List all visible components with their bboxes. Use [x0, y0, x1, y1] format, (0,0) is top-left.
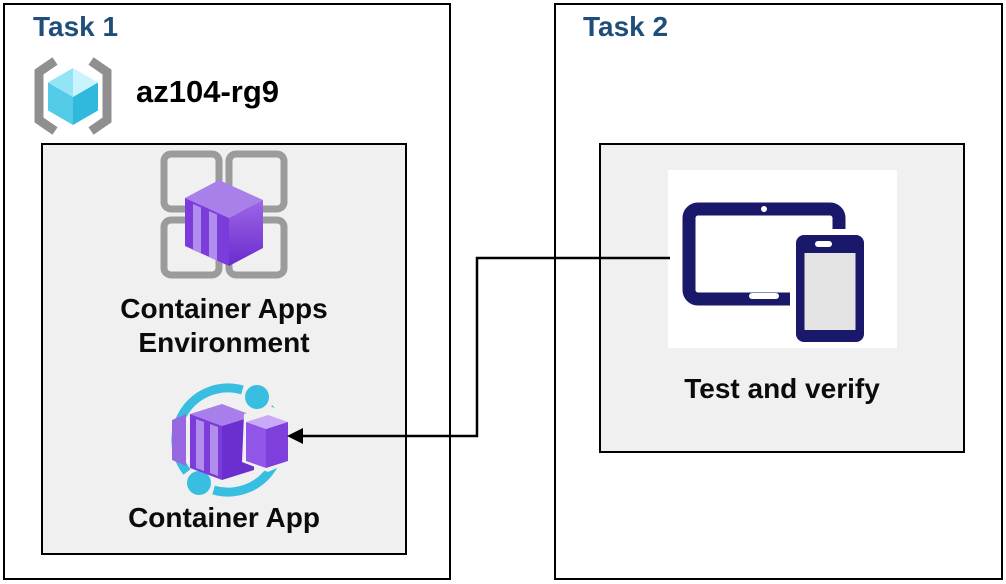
- container-apps-environment-label: Container Apps Environment: [41, 292, 407, 360]
- container-apps-environment-icon: [160, 150, 288, 279]
- container-app-label: Container App: [128, 502, 320, 533]
- container-apps-environment-label-line2: Environment: [138, 327, 310, 358]
- task2-title: Task 2: [583, 11, 669, 42]
- task1-title: Task 1: [33, 11, 119, 42]
- container-apps-environment-label-line1: Container Apps: [120, 293, 328, 324]
- resource-group-name: az104-rg9: [136, 74, 280, 109]
- device-icon-panel: [668, 170, 897, 348]
- test-and-verify-label: Test and verify: [684, 373, 880, 404]
- container-app-icon: [171, 383, 290, 497]
- tablet-and-phone-icon: [682, 202, 870, 348]
- resource-group-icon: [34, 57, 112, 135]
